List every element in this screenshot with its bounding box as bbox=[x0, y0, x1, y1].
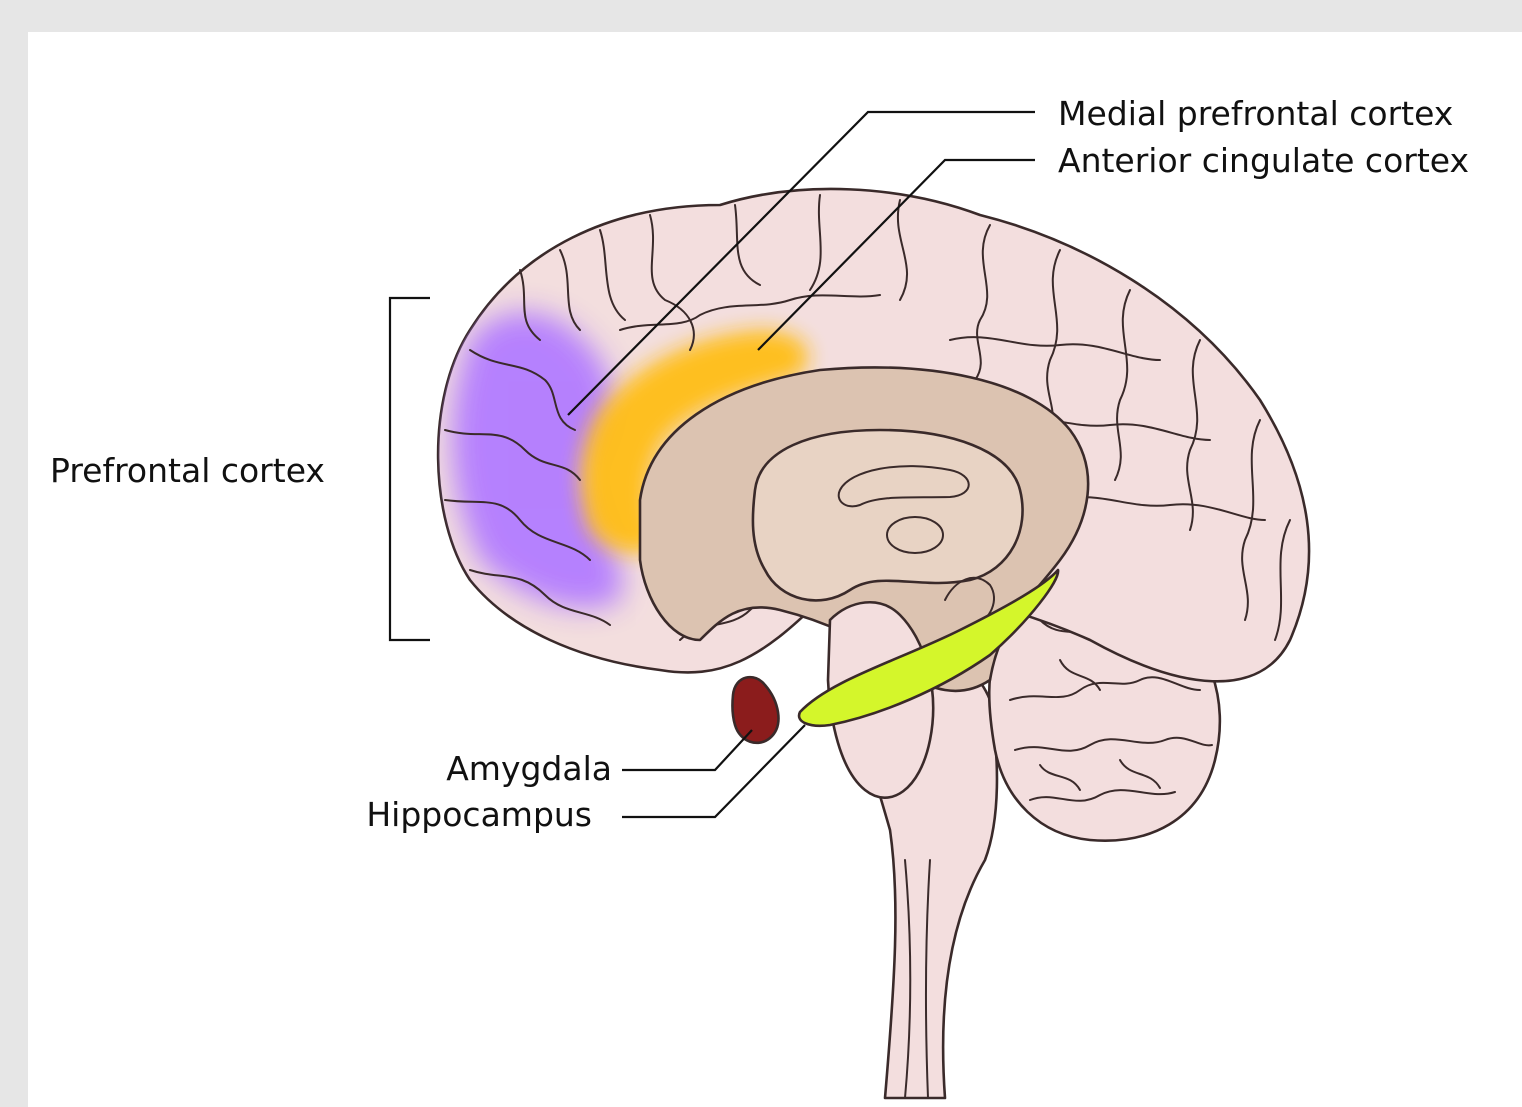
thalamus bbox=[753, 430, 1023, 600]
amygdala bbox=[732, 677, 778, 743]
label-amygdala: Amygdala bbox=[446, 749, 612, 788]
label-hippocampus: Hippocampus bbox=[366, 795, 592, 834]
label-anterior-cingulate-cortex: Anterior cingulate cortex bbox=[1058, 141, 1469, 180]
label-medial-prefrontal-cortex: Medial prefrontal cortex bbox=[1058, 94, 1453, 133]
amygdala-leader bbox=[622, 730, 752, 770]
prefrontal-bracket bbox=[390, 298, 430, 640]
label-prefrontal-cortex: Prefrontal cortex bbox=[50, 451, 325, 490]
